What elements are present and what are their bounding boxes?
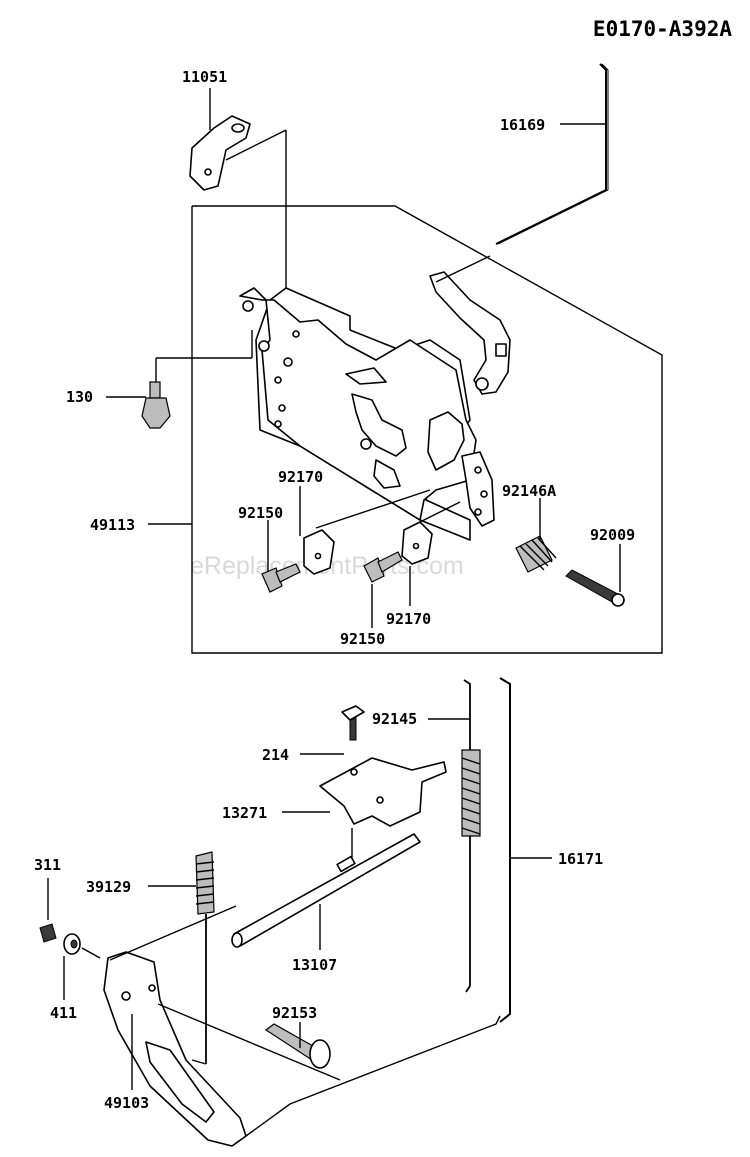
- part-92153-bolt[interactable]: [264, 1023, 331, 1069]
- assembly-frame-lower: [191, 1015, 501, 1137]
- label-49103[interactable]: 49103: [104, 1094, 149, 1112]
- part-13107-shaft[interactable]: [231, 833, 421, 948]
- label-92150-center[interactable]: 92150: [340, 630, 385, 648]
- label-92170-lower[interactable]: 92170: [386, 610, 431, 628]
- label-49113[interactable]: 49113: [90, 516, 135, 534]
- part-411-washer[interactable]: [63, 933, 101, 959]
- part-16171-rod[interactable]: [499, 677, 511, 1023]
- label-92009[interactable]: 92009: [590, 526, 635, 544]
- part-92146A-spring[interactable]: [515, 535, 557, 573]
- part-92170-clip-lower[interactable]: [401, 501, 461, 565]
- part-92150-screw-left[interactable]: [261, 563, 301, 593]
- assembly-frame-upper: [191, 205, 663, 654]
- label-92145[interactable]: 92145: [372, 710, 417, 728]
- label-92170-upper[interactable]: 92170: [278, 468, 323, 486]
- label-16171[interactable]: 16171: [558, 850, 603, 868]
- diagram-code: E0170-A392A: [593, 17, 732, 41]
- label-39129[interactable]: 39129: [86, 878, 131, 896]
- label-92150-left[interactable]: 92150: [238, 504, 283, 522]
- label-311[interactable]: 311: [34, 856, 61, 874]
- label-92146A[interactable]: 92146A: [502, 482, 556, 500]
- part-92170-clip-upper[interactable]: [303, 489, 431, 575]
- part-214-screw[interactable]: [341, 705, 365, 741]
- part-labels: 11051 16169 130 92170 92146A 49113 92150…: [34, 68, 635, 1112]
- part-92145-spring[interactable]: [461, 679, 481, 993]
- label-130[interactable]: 130: [66, 388, 93, 406]
- part-16169-rod[interactable]: [495, 63, 609, 245]
- label-11051[interactable]: 11051: [182, 68, 227, 86]
- label-13271[interactable]: 13271: [222, 804, 267, 822]
- part-92150-screw-center[interactable]: [363, 551, 403, 583]
- part-92009-screw[interactable]: [565, 569, 625, 607]
- label-214[interactable]: 214: [262, 746, 289, 764]
- part-control-plate[interactable]: [239, 255, 511, 541]
- label-92153[interactable]: 92153: [272, 1004, 317, 1022]
- part-311-nut[interactable]: [39, 923, 57, 943]
- label-411[interactable]: 411: [50, 1004, 77, 1022]
- label-16169[interactable]: 16169: [500, 116, 545, 134]
- part-13271-plate[interactable]: [319, 757, 447, 860]
- label-13107[interactable]: 13107: [292, 956, 337, 974]
- part-39129-spring[interactable]: [195, 851, 215, 1064]
- part-130-bolt[interactable]: [141, 330, 253, 429]
